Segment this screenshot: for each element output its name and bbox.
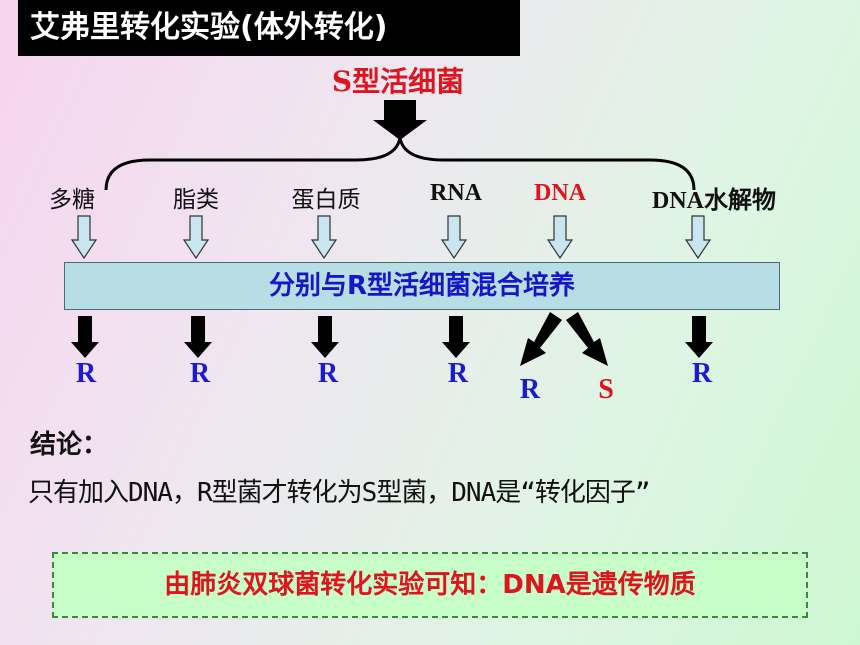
- component-polysaccharide: 多糖: [49, 187, 95, 213]
- culture-box: 分别与R型活细菌混合培养: [64, 262, 780, 310]
- hollow-arrow-polysaccharide: [70, 215, 98, 260]
- result-arrow-1: [71, 316, 99, 358]
- result-dna-r: R: [519, 374, 541, 405]
- hollow-arrow-dna-hydrolysate: [684, 215, 712, 260]
- result-arrow-dna-s: [566, 312, 608, 366]
- result-lipid: R: [189, 358, 211, 389]
- summary-box: 由肺炎双球菌转化实验可知：DNA是遗传物质: [52, 552, 808, 618]
- result-dna-s: S: [598, 374, 614, 405]
- component-protein: 蛋白质: [291, 187, 361, 213]
- result-arrow-6: [685, 316, 713, 358]
- result-arrow-4: [442, 316, 470, 358]
- component-rna: RNA: [430, 180, 482, 206]
- s-bacteria-label: S型活细菌: [331, 65, 465, 98]
- result-arrow-dna-r: [520, 312, 562, 366]
- page-title: 艾弗里转化实验(体外转化): [18, 0, 520, 56]
- result-rna: R: [447, 358, 469, 389]
- hollow-arrow-rna: [440, 215, 468, 260]
- hollow-arrow-protein: [310, 215, 338, 260]
- result-dna-hydrolysate: R: [691, 358, 713, 389]
- result-arrow-3: [311, 316, 339, 358]
- result-protein: R: [317, 358, 339, 389]
- source-down-arrow: [373, 100, 427, 140]
- result-arrow-2: [184, 316, 212, 358]
- component-lipid: 脂类: [173, 187, 219, 213]
- conclusion-heading: 结论：: [30, 430, 109, 460]
- hollow-arrow-lipid: [182, 215, 210, 260]
- component-dna-hydrolysate: DNA水解物: [652, 188, 776, 214]
- component-brace: [104, 137, 696, 191]
- hollow-arrow-dna: [546, 215, 574, 260]
- component-dna: DNA: [534, 180, 586, 206]
- result-polysaccharide: R: [75, 358, 97, 389]
- conclusion-text: 只有加入DNA，R型菌才转化为S型菌，DNA是“转化因子”: [28, 478, 651, 508]
